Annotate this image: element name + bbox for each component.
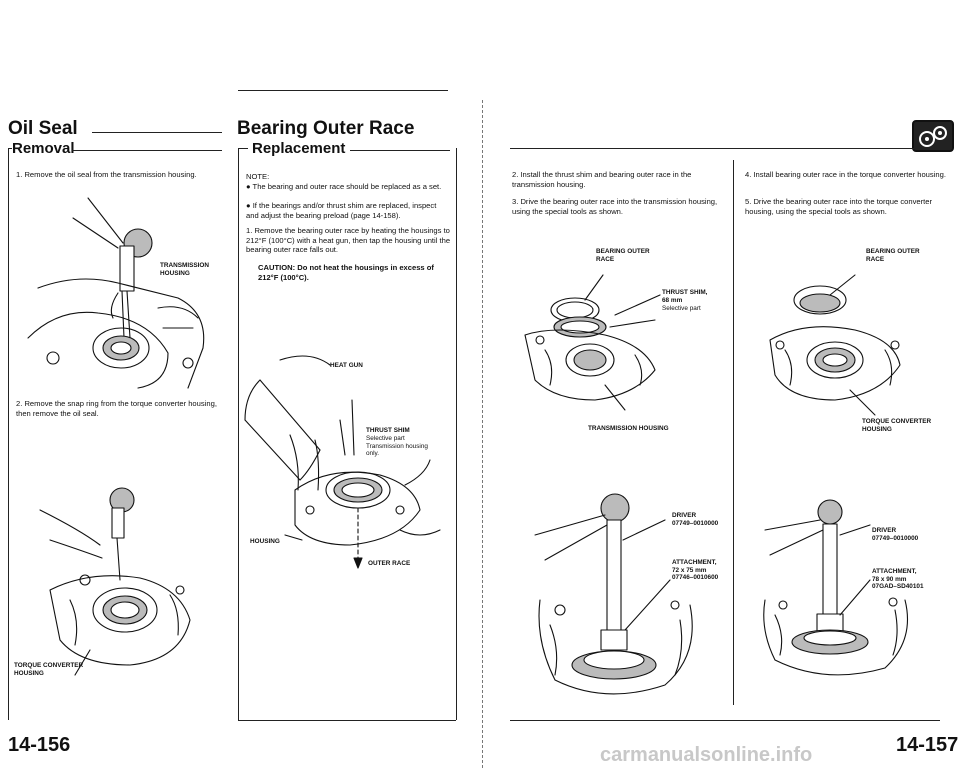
oil-seal-title: Oil Seal: [8, 118, 78, 139]
heat-gun-illustration: [244, 355, 441, 569]
label-transmission-housing: TRANSMISSION HOUSING: [160, 262, 209, 277]
note-2: ● If the bearings and/or thrust shim are…: [246, 201, 437, 220]
label-thrust-shim: THRUST SHIM: [366, 427, 410, 434]
label-torque-converter-housing-right: TORQUE CONVERTER HOUSING: [862, 418, 932, 433]
oil-seal-step-2: 2. Remove the snap ring from the torque …: [16, 399, 217, 418]
watermark-text: carmanualsonline.info: [600, 744, 813, 766]
label-heat-gun: HEAT GUN: [330, 362, 363, 369]
oil-seal-removal-illustration: [27, 197, 205, 389]
right-step-4: 4. Install bearing outer race in the tor…: [745, 170, 946, 179]
label-thrust-shim-selective: Selective part: [662, 305, 701, 312]
caution-text: CAUTION: Do not heat the housings in exc…: [258, 263, 434, 282]
note-label: NOTE:: [246, 172, 270, 181]
snap-ring-removal-illustration: [39, 487, 191, 676]
label-thrust-shim-68: THRUST SHIM, 68 mm: [662, 289, 708, 304]
right-top-rule: [510, 148, 952, 149]
bearing-race-torque-housing-illustration: [769, 274, 901, 416]
note-1: ● The bearing and outer race should be r…: [246, 182, 442, 191]
oil-seal-step-1: 1. Remove the oil seal from the transmis…: [16, 170, 197, 179]
bearing-step-1: 1. Remove the bearing outer race by heat…: [246, 226, 451, 254]
label-attachment-1: ATTACHMENT, 72 x 75 mm 07746–0010600: [672, 559, 719, 582]
title-rule: [92, 132, 222, 133]
driver-install-torque-illustration: [763, 499, 909, 676]
bearing-outer-race-title: Bearing Outer Race: [237, 118, 415, 139]
removal-heading: Removal: [12, 140, 75, 157]
thrust-shim-install-illustration: [524, 274, 661, 411]
label-housing: HOUSING: [250, 538, 280, 545]
right-step-5: 5. Drive the bearing outer race into the…: [745, 197, 932, 216]
label-driver-1: DRIVER 07749–0010000: [672, 512, 719, 527]
page-number-left: 14-156: [8, 734, 71, 756]
label-bearing-outer-race-2: BEARING OUTER RACE: [866, 248, 920, 263]
page-spine: [482, 100, 483, 768]
label-torque-converter-housing: TORQUE CONVERTER HOUSING: [14, 662, 84, 677]
right-step-2: 2. Install the thrust shim and bearing o…: [512, 170, 692, 189]
right-step-3: 3. Drive the bearing outer race into the…: [512, 197, 718, 216]
label-bearing-outer-race-1: BEARING OUTER RACE: [596, 248, 650, 263]
label-outer-race: OUTER RACE: [368, 560, 411, 567]
label-transmission-housing-right: TRANSMISSION HOUSING: [588, 425, 669, 432]
label-thrust-shim-sub: Selective part Transmission housing only…: [366, 435, 428, 458]
gear-transmission-icon: [912, 120, 954, 152]
label-driver-2: DRIVER 07749–0010000: [872, 527, 919, 542]
right-column-divider: [733, 160, 734, 705]
subtitle-rule: [72, 150, 222, 151]
page-number-right: 14-157: [896, 734, 959, 756]
right-bottom-rule: [510, 720, 940, 721]
replacement-heading: Replacement: [252, 140, 346, 157]
label-attachment-2: ATTACHMENT, 78 x 90 mm 07GAD–SD40101: [872, 568, 924, 591]
driver-install-transmission-illustration: [534, 493, 693, 695]
left-border: [8, 148, 9, 720]
